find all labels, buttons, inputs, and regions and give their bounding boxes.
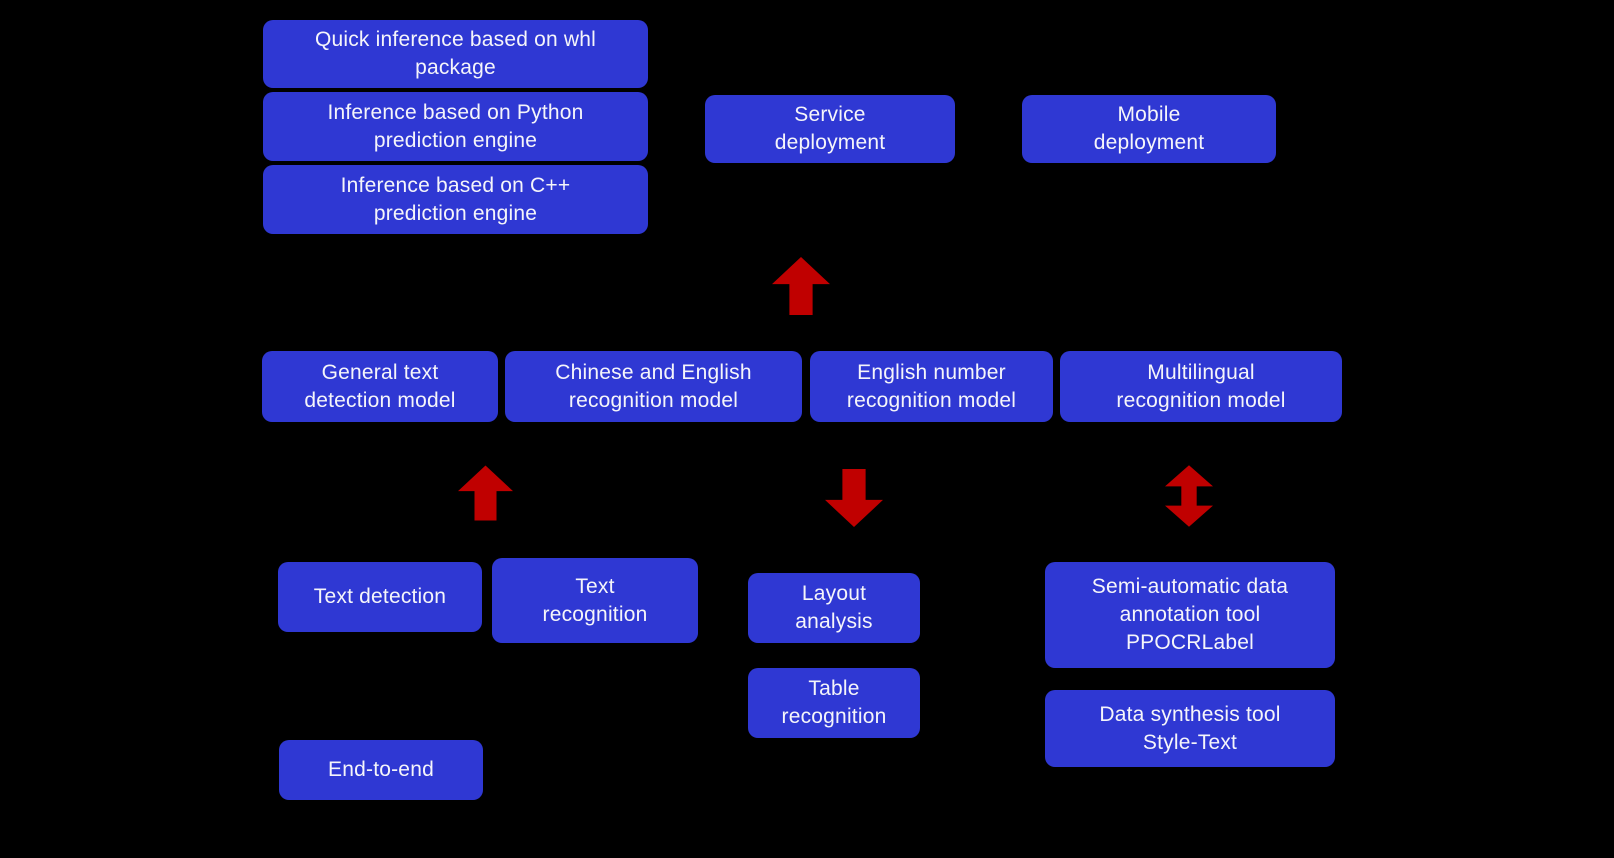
down-arrow-shape bbox=[825, 469, 883, 527]
node-label: Data synthesis tool Style-Text bbox=[1099, 702, 1281, 754]
node-quick-inference: Quick inference based on whl package bbox=[263, 20, 648, 88]
node-cpp-prediction-engine: Inference based on C++ prediction engine bbox=[263, 165, 648, 234]
up-arrow-icon bbox=[458, 463, 513, 523]
node-label: Inference based on C++ prediction engine bbox=[340, 173, 571, 225]
node-table-recognition: Table recognition bbox=[748, 668, 920, 738]
up-down-arrow-icon bbox=[1165, 465, 1213, 527]
node-python-prediction-engine: Inference based on Python prediction eng… bbox=[263, 92, 648, 161]
node-label: Multilingual recognition model bbox=[1116, 360, 1286, 412]
node-label: Service deployment bbox=[774, 103, 886, 154]
down-arrow-icon bbox=[825, 468, 883, 528]
node-label: Text detection bbox=[313, 585, 447, 609]
up-down-arrow-shape bbox=[1165, 465, 1213, 527]
node-label: Chinese and English recognition model bbox=[555, 360, 752, 412]
node-layout-analysis: Layout analysis bbox=[748, 573, 920, 643]
node-label: Layout analysis bbox=[795, 582, 873, 633]
node-text-detection: Text detection bbox=[278, 562, 482, 632]
up-arrow-shape bbox=[772, 257, 830, 315]
node-ppocrlabel-annotation-tool: Semi-automatic data annotation tool PPOC… bbox=[1045, 562, 1335, 668]
up-arrow-icon bbox=[772, 257, 830, 315]
node-label: Mobile deployment bbox=[1093, 103, 1205, 154]
node-end-to-end: End-to-end bbox=[279, 740, 483, 800]
node-label: Semi-automatic data annotation tool PPOC… bbox=[1091, 575, 1289, 654]
node-label: Text recognition bbox=[542, 574, 648, 626]
node-label: General text detection model bbox=[304, 360, 456, 412]
node-label: Quick inference based on whl package bbox=[314, 28, 597, 79]
node-label: End-to-end bbox=[328, 758, 434, 782]
up-arrow-shape bbox=[458, 465, 513, 521]
node-label: English number recognition model bbox=[846, 360, 1017, 412]
node-chinese-english-recognition-model: Chinese and English recognition model bbox=[505, 351, 802, 422]
node-label: Inference based on Python prediction eng… bbox=[327, 100, 584, 152]
node-general-text-detection-model: General text detection model bbox=[262, 351, 498, 422]
node-multilingual-recognition-model: Multilingual recognition model bbox=[1060, 351, 1342, 422]
node-mobile-deployment: Mobile deployment bbox=[1022, 95, 1276, 163]
node-service-deployment: Service deployment bbox=[705, 95, 955, 163]
node-label: Table recognition bbox=[781, 677, 887, 728]
node-english-number-recognition-model: English number recognition model bbox=[810, 351, 1053, 422]
node-text-recognition: Text recognition bbox=[492, 558, 698, 643]
node-style-text-synthesis-tool: Data synthesis tool Style-Text bbox=[1045, 690, 1335, 767]
